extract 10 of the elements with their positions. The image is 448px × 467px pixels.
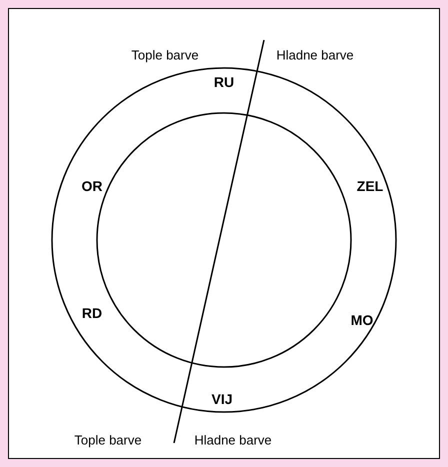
cool-colors-label: Hladne barve xyxy=(276,48,354,62)
cool-colors-label: Hladne barve xyxy=(194,434,272,446)
color-label: RD xyxy=(82,306,102,320)
warm-colors-label: Tople barve xyxy=(131,48,199,62)
color-label: VIJ xyxy=(212,392,232,406)
color-label: RU xyxy=(214,75,234,89)
warm-colors-label: Tople barve xyxy=(74,434,142,446)
color-label: OR xyxy=(82,179,102,193)
color-label: ZEL xyxy=(356,179,384,193)
color-label: MO xyxy=(350,313,374,327)
